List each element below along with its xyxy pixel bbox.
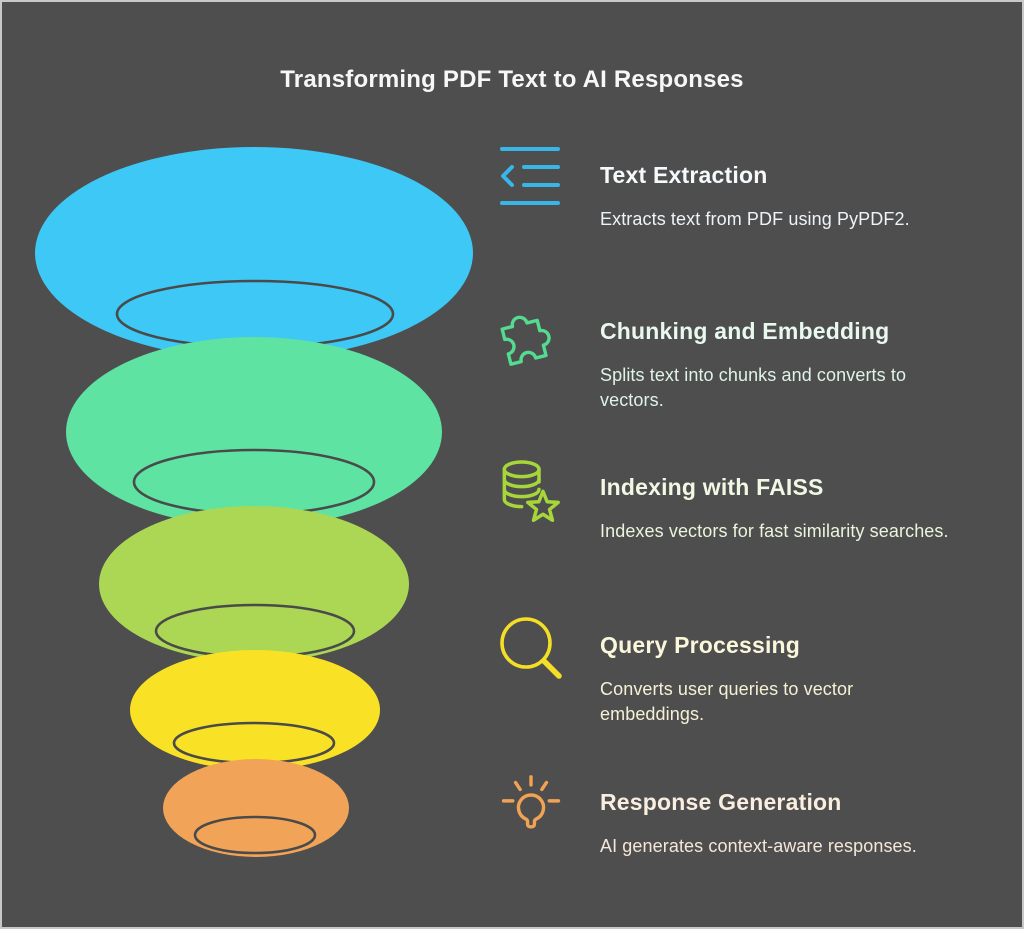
step-description: AI generates context-aware responses. (600, 836, 917, 857)
step-description: Extracts text from PDF using PyPDF2. (600, 209, 910, 230)
database-star-icon (499, 458, 567, 522)
step-title: Text Extraction (600, 162, 768, 188)
funnel-level-4-ellipse (130, 650, 380, 770)
step-description: Splits text into chunks and converts to … (600, 365, 907, 411)
page-title: Transforming PDF Text to AI Responses (280, 66, 744, 93)
step-response-generation: Response Generation AI generates context… (499, 769, 1000, 859)
funnel-level-5-ellipse (163, 759, 349, 857)
step-query-processing: Query Processing Converts user queries t… (499, 612, 945, 727)
step-description: Converts user queries to vector embeddin… (600, 679, 854, 725)
funnel-level-1-ellipse (35, 147, 473, 359)
funnel-level-5-rim (193, 815, 317, 855)
step-title: Indexing with FAISS (600, 474, 824, 500)
funnel-level-3-ellipse (99, 506, 409, 662)
step-title: Chunking and Embedding (600, 318, 890, 344)
step-text-extraction: Text Extraction Extracts text from PDF u… (499, 142, 1000, 232)
text-lines-outdent-icon (499, 146, 567, 206)
step-chunking-embedding: Chunking and Embedding Splits text into … (499, 298, 945, 413)
step-title: Query Processing (600, 632, 801, 658)
step-indexing-faiss: Indexing with FAISS Indexes vectors for … (499, 454, 1000, 544)
funnel-level-2-ellipse (66, 337, 442, 527)
step-title: Response Generation (600, 789, 842, 815)
puzzle-piece-icon (499, 302, 567, 370)
step-description: Indexes vectors for fast similarity sear… (600, 521, 949, 542)
magnifier-icon (499, 616, 567, 682)
lightbulb-rays-icon (499, 773, 567, 831)
